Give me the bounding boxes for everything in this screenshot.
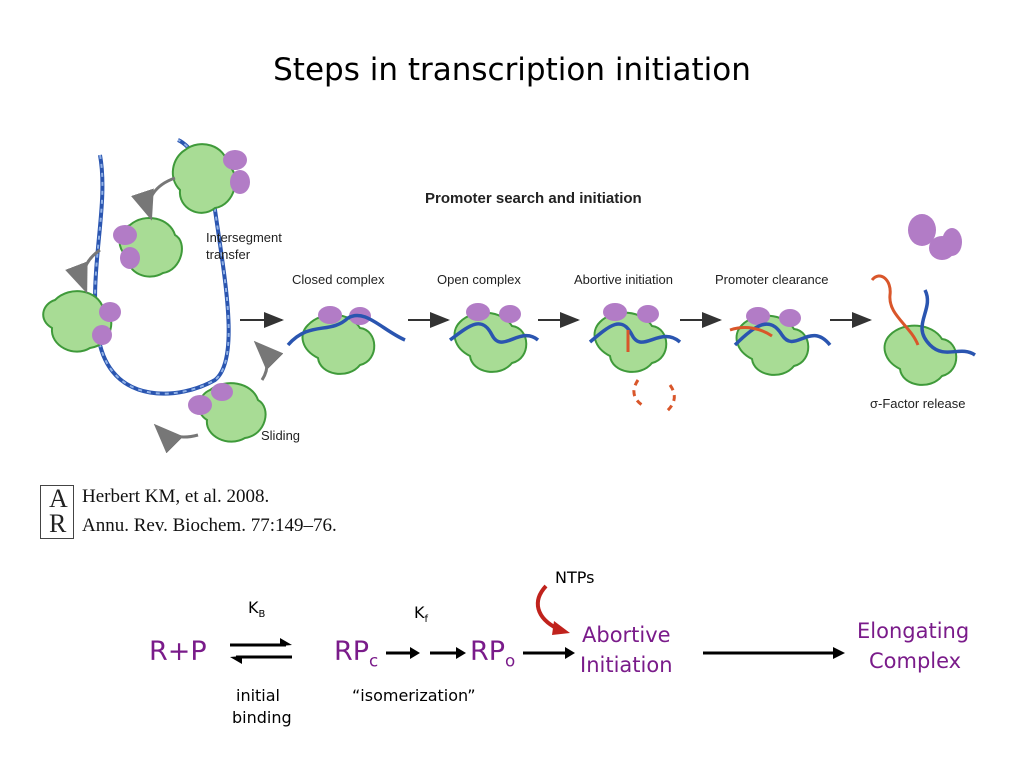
scheme-kf-label: Kf [414,603,428,625]
scheme-initial-binding-line2: binding [232,708,292,727]
scheme-rpc-subscript: c [369,650,379,671]
intersegment-arrows [65,176,176,294]
label-intersegment-line2: transfer [206,247,251,262]
scheme-elongating-line1: Elongating [857,619,970,643]
scheme-rpc: RPc [334,636,378,670]
rpo-to-abortive-arrow [523,647,575,659]
open-complex-illustration [448,303,540,373]
scheme-kf-symbol: K [414,603,425,622]
rpc-to-rpo-arrows [386,647,466,659]
scheme-rpo-text: RP [470,636,506,667]
ntps-arrow [535,584,570,635]
polymerase-loop-bottom [188,382,267,443]
transcription-figure [42,138,976,454]
citation-line2: Annu. Rev. Biochem. 77:149–76. [82,515,337,536]
label-intersegment-line1: Intersegment [206,230,282,245]
label-open-complex: Open complex [437,272,521,287]
scheme-abortive-line2: Initiation [580,653,673,677]
polymerase-loop-middle [113,216,183,278]
scheme-rpo: RPo [470,636,515,670]
label-sliding: Sliding [261,428,301,443]
scheme-elongating-line2: Complex [869,649,962,673]
sliding-arrows [153,340,284,454]
label-abortive-initiation: Abortive initiation [574,272,673,287]
label-sigma-release: σ-Factor release [870,396,966,411]
abortive-to-elongating-arrow [703,647,845,659]
scheme-kb-subscript: B [258,609,266,621]
slide-title: Steps in transcription initiation [273,52,751,88]
scheme-isomerization: “isomerization” [352,686,476,705]
promoter-clearance-illustration [729,307,832,376]
label-promoter-clearance: Promoter clearance [715,272,829,287]
scheme-rpc-text: RP [334,636,370,667]
scheme-ntps: NTPs [555,568,595,587]
annual-reviews-logo: AR [40,485,74,539]
scheme-kf-subscript: f [424,614,429,626]
citation-line1: Herbert KM, et al. 2008. [82,486,270,507]
scheme-r-plus-p: R+P [149,636,207,667]
annual-reviews-logo-text: AR [49,484,68,538]
sigma-release-illustration [870,214,976,386]
scheme-initial-binding-line1: initial [236,686,280,705]
scheme-kb-symbol: K [248,598,259,617]
polymerase-loop-top [171,143,250,214]
figure-header: Promoter search and initiation [425,190,642,207]
abortive-initiation-illustration [588,303,682,414]
polymerase-loop-left [42,290,121,353]
label-closed-complex: Closed complex [292,272,385,287]
scheme-kb-label: KB [248,598,265,620]
scheme-rpo-subscript: o [505,650,516,671]
scheme-abortive-line1: Abortive [582,623,671,647]
equilibrium-arrows [230,638,292,664]
closed-complex-illustration [286,306,406,375]
